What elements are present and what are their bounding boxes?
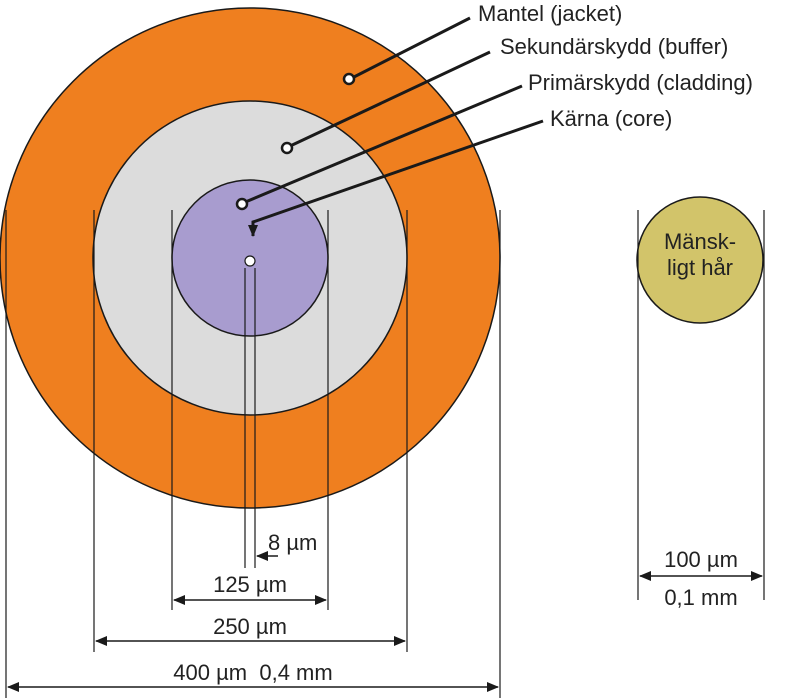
label-buffer: Sekundärskydd (buffer) — [500, 34, 728, 59]
label-jacket: Mantel (jacket) — [478, 1, 622, 26]
core-circle — [244, 255, 256, 267]
dim-buffer-label: 250 µm — [213, 614, 287, 639]
dimension-arrows — [7, 551, 763, 692]
hair-label-line1: Mänsk- — [664, 229, 736, 254]
dim-jacket-label: 400 µm 0,4 mm — [173, 660, 332, 685]
label-core: Kärna (core) — [550, 106, 672, 131]
buffer-leader-dot — [280, 141, 294, 155]
hair-circle — [636, 196, 764, 324]
cladding-leader-dot — [235, 197, 249, 211]
hair-label-line2: ligt hår — [667, 255, 733, 280]
leader-dots — [235, 72, 356, 211]
jacket-leader-dot — [342, 72, 356, 86]
dim-core-label: 8 µm — [268, 530, 317, 555]
dim-hair-um-label: 100 µm — [664, 547, 738, 572]
dim-hair-mm-label: 0,1 mm — [664, 585, 737, 610]
label-cladding: Primärskydd (cladding) — [528, 70, 753, 95]
dim-cladding-label: 125 µm — [213, 572, 287, 597]
extension-lines — [5, 210, 765, 698]
leader-lines — [242, 16, 544, 237]
